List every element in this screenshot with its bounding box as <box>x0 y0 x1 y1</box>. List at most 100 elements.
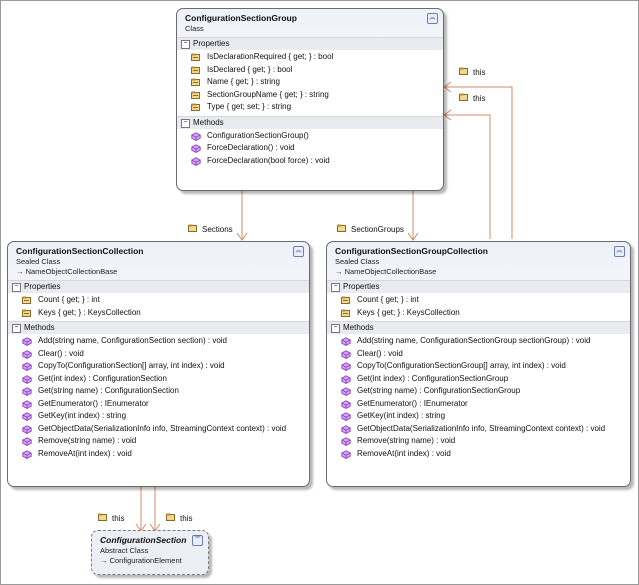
property-text: Count { get; } : int <box>357 295 419 304</box>
property-text: Name { get; } : string <box>207 77 280 86</box>
properties-section-header[interactable]: − Properties <box>327 280 630 293</box>
method-row[interactable]: Remove(string name) : void <box>8 435 309 448</box>
class-stereotype: Sealed Class <box>335 257 380 266</box>
method-row[interactable]: Get(int index) : ConfigurationSectionGro… <box>327 373 630 386</box>
connector-this-upper <box>445 86 513 239</box>
association-label-this-upper: this <box>459 67 485 77</box>
method-row[interactable]: RemoveAt(int index) : void <box>327 448 630 461</box>
property-row[interactable]: Keys { get; } : KeysCollection <box>327 307 630 320</box>
class-configuration-section-group[interactable]: ConfigurationSectionGroup Class ︽ − Prop… <box>176 8 444 191</box>
method-row[interactable]: CopyTo(ConfigurationSectionGroup[] array… <box>327 360 630 373</box>
association-label-sections: Sections <box>188 224 233 234</box>
property-icon <box>98 513 107 521</box>
method-row[interactable]: GetKey(int index) : string <box>8 410 309 423</box>
property-row[interactable]: IsDeclared { get; } : bool <box>177 64 443 77</box>
method-icon <box>341 424 351 434</box>
class-stereotype: Abstract Class <box>100 546 149 555</box>
method-row[interactable]: Remove(string name) : void <box>327 435 630 448</box>
minus-icon[interactable]: − <box>12 283 21 292</box>
method-text: Remove(string name) : void <box>357 436 456 445</box>
property-row[interactable]: IsDeclarationRequired { get; } : bool <box>177 51 443 64</box>
method-icon <box>341 362 351 371</box>
method-icon <box>341 412 351 421</box>
method-text: RemoveAt(int index) : void <box>38 448 132 458</box>
property-row[interactable]: Count { get; } : int <box>8 294 309 307</box>
method-row[interactable]: Get(string name) : ConfigurationSectionG… <box>327 385 630 398</box>
collapse-icon[interactable]: ︽ <box>293 246 304 257</box>
method-row[interactable]: Get(string name) : ConfigurationSection <box>8 385 309 398</box>
properties-section-header[interactable]: − Properties <box>8 280 309 293</box>
properties-section-header[interactable]: − Properties <box>177 37 443 50</box>
property-icon <box>191 91 200 99</box>
connector-this-lower <box>445 114 491 239</box>
method-text: GetEnumerator() : IEnumerator <box>38 398 149 408</box>
method-text: Get(int index) : ConfigurationSectionGro… <box>357 373 509 383</box>
method-row[interactable]: Add(string name, ConfigurationSectionGro… <box>327 335 630 348</box>
expand-icon[interactable]: ︾ <box>192 535 203 546</box>
collapse-icon[interactable]: ︽ <box>614 246 625 257</box>
minus-icon[interactable]: − <box>331 283 340 292</box>
method-icon <box>341 337 351 346</box>
method-text: GetObjectData(SerializationInfo info, St… <box>357 423 606 433</box>
collapse-icon[interactable]: ︽ <box>427 13 438 24</box>
class-stereotype: Class <box>185 24 204 33</box>
method-icon <box>341 387 351 396</box>
method-row[interactable]: Add(string name, ConfigurationSection se… <box>8 335 309 348</box>
property-text: Type { get; set; } : string <box>207 102 292 111</box>
property-row[interactable]: Name { get; } : string <box>177 76 443 89</box>
method-text: ForceDeclaration(bool force) : void <box>207 155 330 165</box>
method-row[interactable]: ForceDeclaration() : void <box>177 142 443 155</box>
method-icon <box>22 387 32 396</box>
property-icon <box>341 296 350 304</box>
methods-section-header[interactable]: − Methods <box>8 321 309 334</box>
property-row[interactable]: Count { get; } : int <box>327 294 630 307</box>
base-class: → NameObjectCollectionBase <box>16 267 118 276</box>
class-name: ConfigurationSectionCollection <box>16 246 144 256</box>
property-row[interactable]: Type { get; set; } : string <box>177 101 443 114</box>
methods-list: ConfigurationSectionGroup()ForceDeclarat… <box>177 128 443 169</box>
property-row[interactable]: Keys { get; } : KeysCollection <box>8 307 309 320</box>
method-icon <box>22 424 32 434</box>
class-configuration-section-group-collection[interactable]: ConfigurationSectionGroupCollection Seal… <box>326 241 631 487</box>
association-label-this-lower: this <box>459 93 485 103</box>
method-row[interactable]: ForceDeclaration(bool force) : void <box>177 155 443 168</box>
base-class: → NameObjectCollectionBase <box>335 267 437 276</box>
method-row[interactable]: GetEnumerator() : IEnumerator <box>8 398 309 411</box>
method-text: GetKey(int index) : string <box>38 411 127 420</box>
minus-icon[interactable]: − <box>12 324 21 333</box>
property-text: IsDeclarationRequired { get; } : bool <box>207 52 334 61</box>
minus-icon[interactable]: − <box>331 324 340 333</box>
method-row[interactable]: GetKey(int index) : string <box>327 410 630 423</box>
class-name: ConfigurationSection <box>100 535 187 545</box>
method-row[interactable]: ConfigurationSectionGroup() <box>177 130 443 143</box>
method-row[interactable]: Clear() : void <box>8 348 309 361</box>
method-row[interactable]: RemoveAt(int index) : void <box>8 448 309 461</box>
method-text: CopyTo(ConfigurationSectionGroup[] array… <box>357 361 566 370</box>
method-icon <box>191 156 201 166</box>
method-icon <box>22 374 32 384</box>
method-icon <box>191 144 201 153</box>
property-icon <box>191 78 200 86</box>
method-row[interactable]: GetObjectData(SerializationInfo info, St… <box>8 423 309 436</box>
class-configuration-section-collection[interactable]: ConfigurationSectionCollection Sealed Cl… <box>7 241 310 487</box>
class-configuration-section[interactable]: ConfigurationSection Abstract Class → Co… <box>91 530 209 575</box>
methods-section-header[interactable]: − Methods <box>327 321 630 334</box>
minus-icon[interactable]: − <box>181 40 190 49</box>
method-row[interactable]: GetObjectData(SerializationInfo info, St… <box>327 423 630 436</box>
association-label-this-right: this <box>166 513 192 523</box>
method-row[interactable]: Get(int index) : ConfigurationSection <box>8 373 309 386</box>
property-row[interactable]: SectionGroupName { get; } : string <box>177 89 443 102</box>
method-text: GetKey(int index) : string <box>357 411 446 420</box>
method-icon <box>341 399 351 409</box>
method-text: ForceDeclaration() : void <box>207 143 295 152</box>
property-icon <box>191 103 200 111</box>
method-text: Get(string name) : ConfigurationSectionG… <box>357 386 521 395</box>
method-row[interactable]: CopyTo(ConfigurationSection[] array, int… <box>8 360 309 373</box>
methods-section-header[interactable]: − Methods <box>177 115 443 129</box>
method-row[interactable]: GetEnumerator() : IEnumerator <box>327 398 630 411</box>
method-row[interactable]: Clear() : void <box>327 348 630 361</box>
method-icon <box>22 412 32 421</box>
minus-icon[interactable]: − <box>181 118 190 128</box>
